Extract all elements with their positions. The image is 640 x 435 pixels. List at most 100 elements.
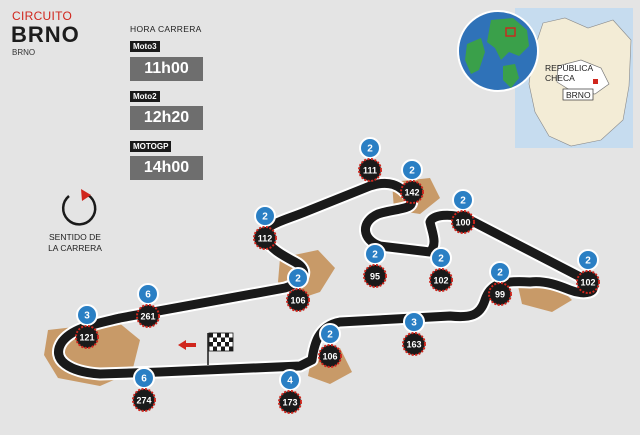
gear-badge	[133, 367, 155, 389]
gear-number: 6	[141, 374, 147, 385]
speed-value: 100	[455, 218, 470, 228]
map-city-label: BRNO	[566, 90, 591, 100]
motogp-class-label: MOTOGP	[130, 141, 172, 152]
gear-badge	[403, 311, 425, 333]
gear-badge	[364, 243, 386, 265]
gear-number: 6	[145, 290, 151, 301]
gear-number: 2	[585, 256, 591, 267]
corner-marker-7: 2 95	[363, 243, 387, 288]
speed-value: 261	[140, 312, 155, 322]
gear-badge	[137, 283, 159, 305]
speed-value: 173	[282, 398, 297, 408]
map-country-line1: REPÚBLICA	[545, 63, 594, 73]
speed-badge	[429, 268, 453, 292]
speed-badge	[576, 270, 600, 294]
speed-badge	[286, 288, 310, 312]
gear-number: 2	[367, 144, 373, 155]
corner-marker-3: 2 106	[286, 267, 310, 312]
speed-badge	[402, 332, 426, 356]
gear-badge	[254, 205, 276, 227]
speed-badge	[400, 180, 424, 204]
speed-value: 102	[580, 278, 595, 288]
speed-value: 95	[370, 272, 380, 282]
moto3-race-time: 11h00	[130, 57, 203, 81]
gear-badge	[287, 267, 309, 289]
map-city-box	[562, 88, 594, 101]
direction-label: SENTIDO DE LA CARRERA	[30, 232, 120, 254]
speed-value: 106	[290, 296, 305, 306]
corner-marker-11: 2 99	[488, 261, 512, 306]
globe-highlight-marker	[505, 27, 516, 37]
speed-badge	[358, 158, 382, 182]
gear-badge	[577, 249, 599, 271]
start-finish-flag	[207, 332, 234, 365]
circuit-city: BRNO	[12, 48, 36, 57]
schedule-title: HORA CARRERA	[130, 24, 202, 34]
gear-number: 2	[372, 250, 378, 261]
brno-marker	[593, 79, 598, 84]
gear-number: 2	[295, 274, 301, 285]
speed-value: 142	[404, 188, 419, 198]
speed-badge	[488, 282, 512, 306]
speed-badge	[318, 344, 342, 368]
speed-badge	[363, 264, 387, 288]
corner-marker-4: 2 112	[253, 205, 277, 250]
gear-badge	[401, 159, 423, 181]
speed-badge	[451, 210, 475, 234]
speed-value: 121	[79, 333, 94, 343]
direction-arrow-icon	[178, 340, 196, 350]
circuit-label: CIRCUITO	[12, 9, 73, 23]
speed-badge	[253, 226, 277, 250]
moto2-race-time: 12h20	[130, 106, 203, 130]
corner-marker-10: 2 102	[576, 249, 600, 294]
speed-badge	[132, 388, 156, 412]
czech-republic-shape	[556, 59, 610, 95]
speed-value: 106	[322, 352, 337, 362]
gear-number: 2	[262, 212, 268, 223]
gear-badge	[452, 189, 474, 211]
gear-badge	[319, 323, 341, 345]
gear-number: 2	[438, 254, 444, 265]
speed-value: 112	[258, 234, 273, 244]
direction-label-line1: SENTIDO DE	[49, 232, 101, 242]
gear-badge	[76, 304, 98, 326]
gear-badge	[489, 261, 511, 283]
corner-marker-15: 6 274	[132, 367, 156, 412]
gear-number: 2	[409, 166, 415, 177]
gear-number: 3	[411, 318, 417, 329]
corner-marker-14: 4 173	[278, 369, 302, 414]
race-direction-icon	[61, 189, 97, 226]
corner-marker-2: 6 261	[136, 283, 160, 328]
speed-value: 102	[433, 276, 448, 286]
corner-marker-12: 3 163	[402, 311, 426, 356]
moto3-class-label: Moto3	[130, 41, 160, 52]
corner-marker-8: 2 102	[429, 247, 453, 292]
gear-number: 2	[497, 268, 503, 279]
speed-badge	[278, 390, 302, 414]
gear-badge	[359, 137, 381, 159]
speed-value: 99	[495, 290, 505, 300]
moto2-class-label: Moto2	[130, 91, 160, 102]
direction-label-line2: LA CARRERA	[48, 243, 102, 253]
gear-badge	[430, 247, 452, 269]
speed-value: 274	[136, 396, 151, 406]
gear-number: 2	[460, 196, 466, 207]
speed-badge	[75, 325, 99, 349]
corner-marker-5: 2 111	[358, 137, 382, 182]
speed-value: 111	[363, 166, 377, 176]
corner-marker-13: 2 106	[318, 323, 342, 368]
gear-number: 4	[287, 376, 293, 387]
speed-badge	[136, 304, 160, 328]
motogp-race-time: 14h00	[130, 156, 203, 180]
speed-value: 163	[406, 340, 421, 350]
gear-number: 3	[84, 311, 90, 322]
gear-number: 2	[327, 330, 333, 341]
globe	[457, 10, 539, 92]
corner-marker-6: 2 142	[400, 159, 424, 204]
gear-badge	[279, 369, 301, 391]
corner-marker-1: 3 121	[75, 304, 99, 349]
map-country-line2: CHECA	[545, 73, 575, 83]
corner-marker-9: 2 100	[451, 189, 475, 234]
